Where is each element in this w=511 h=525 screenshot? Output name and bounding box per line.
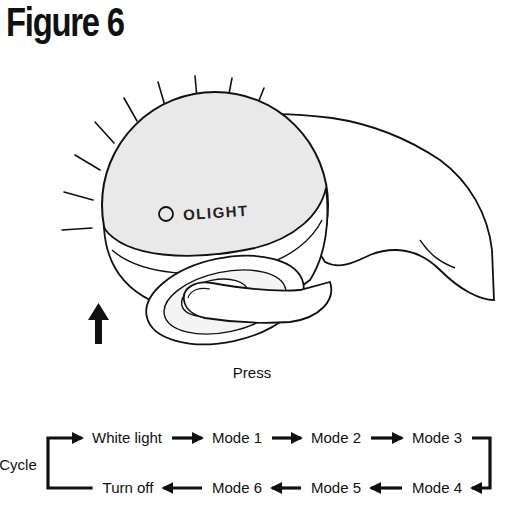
- logo-mark: [159, 207, 173, 221]
- mode-text: Mode 6: [212, 479, 262, 497]
- press-arrow: [88, 303, 109, 344]
- cycle-arrow: [163, 486, 202, 489]
- mode-text: White light: [92, 429, 162, 447]
- mode-text: Mode 1: [212, 429, 262, 447]
- cycle-arrow: [472, 438, 490, 488]
- mode-text: Mode 2: [311, 429, 361, 447]
- cycle-arrow: [371, 486, 402, 489]
- action-label: Press: [233, 364, 271, 382]
- mode-step: Mode 5: [309, 478, 363, 498]
- thumb: [184, 282, 331, 323]
- mode-step: White light: [90, 428, 164, 448]
- mode-step: Turn off: [101, 478, 156, 498]
- mode-text: Mode 3: [412, 429, 462, 447]
- mode-step: Mode 4: [410, 478, 464, 498]
- cycle-label: Cycle: [0, 456, 37, 474]
- cycle-arrow: [272, 436, 301, 439]
- cycle-arrow: [48, 438, 93, 488]
- cycle-arrow: [172, 436, 202, 439]
- mode-step: Mode 3: [410, 428, 464, 448]
- figure-title: Figure 6: [6, 0, 124, 44]
- cycle-arrow: [371, 436, 402, 439]
- mode-text: Mode 4: [412, 479, 462, 497]
- mode-step: Mode 6: [210, 478, 264, 498]
- mode-text: Turn off: [103, 479, 154, 497]
- mode-step: Mode 2: [309, 428, 363, 448]
- cycle-arrow: [272, 486, 301, 489]
- mode-step: Mode 1: [210, 428, 264, 448]
- mode-text: Mode 5: [311, 479, 361, 497]
